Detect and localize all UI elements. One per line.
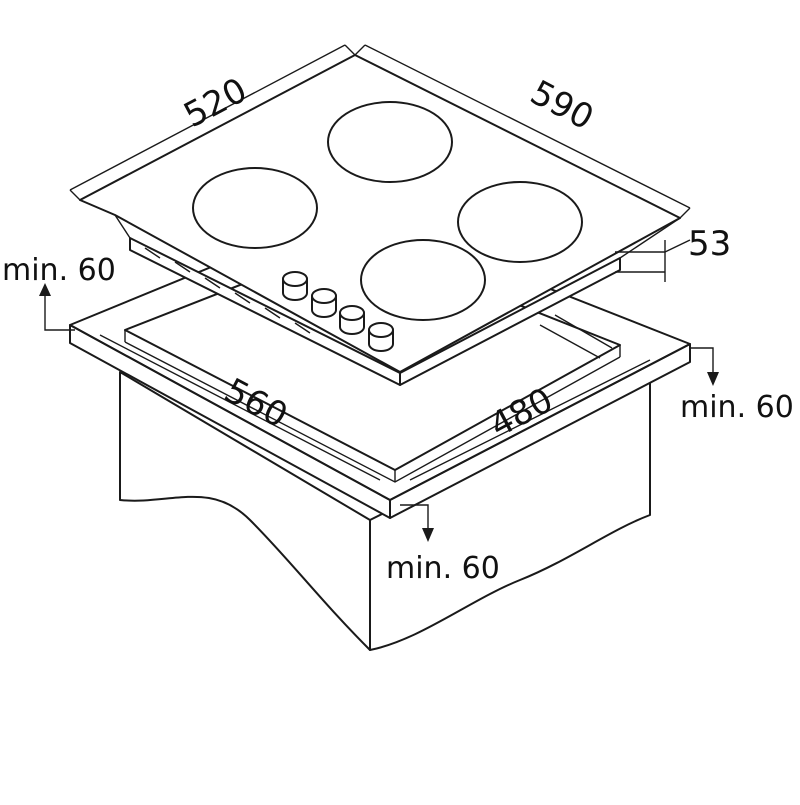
right-clearance-label: min. 60 [680,390,794,425]
cooking-zone-rear-right [327,101,453,183]
hob-depth-label: 590 [524,73,600,139]
hob-height-label: 53 [688,224,731,264]
arrow-down-icon [422,528,434,542]
countertop [69,209,691,519]
left-clearance-label: min. 60 [2,253,116,288]
hob-top [79,54,681,373]
cooking-zone-front-right [457,181,583,263]
hob [79,54,681,386]
cooking-zone-rear-left [192,167,318,249]
arrow-up-icon [39,283,51,296]
cabinet-body [119,371,651,651]
arrow-down-icon [707,372,719,386]
control-knob [311,288,337,318]
cooking-zone-front-left [360,239,486,321]
dimension-lines [69,44,691,481]
control-knob [368,322,394,352]
control-knob [339,305,365,335]
control-knob [282,271,308,301]
clearance-arrows [39,283,719,542]
front-clearance-label: min. 60 [386,551,500,586]
